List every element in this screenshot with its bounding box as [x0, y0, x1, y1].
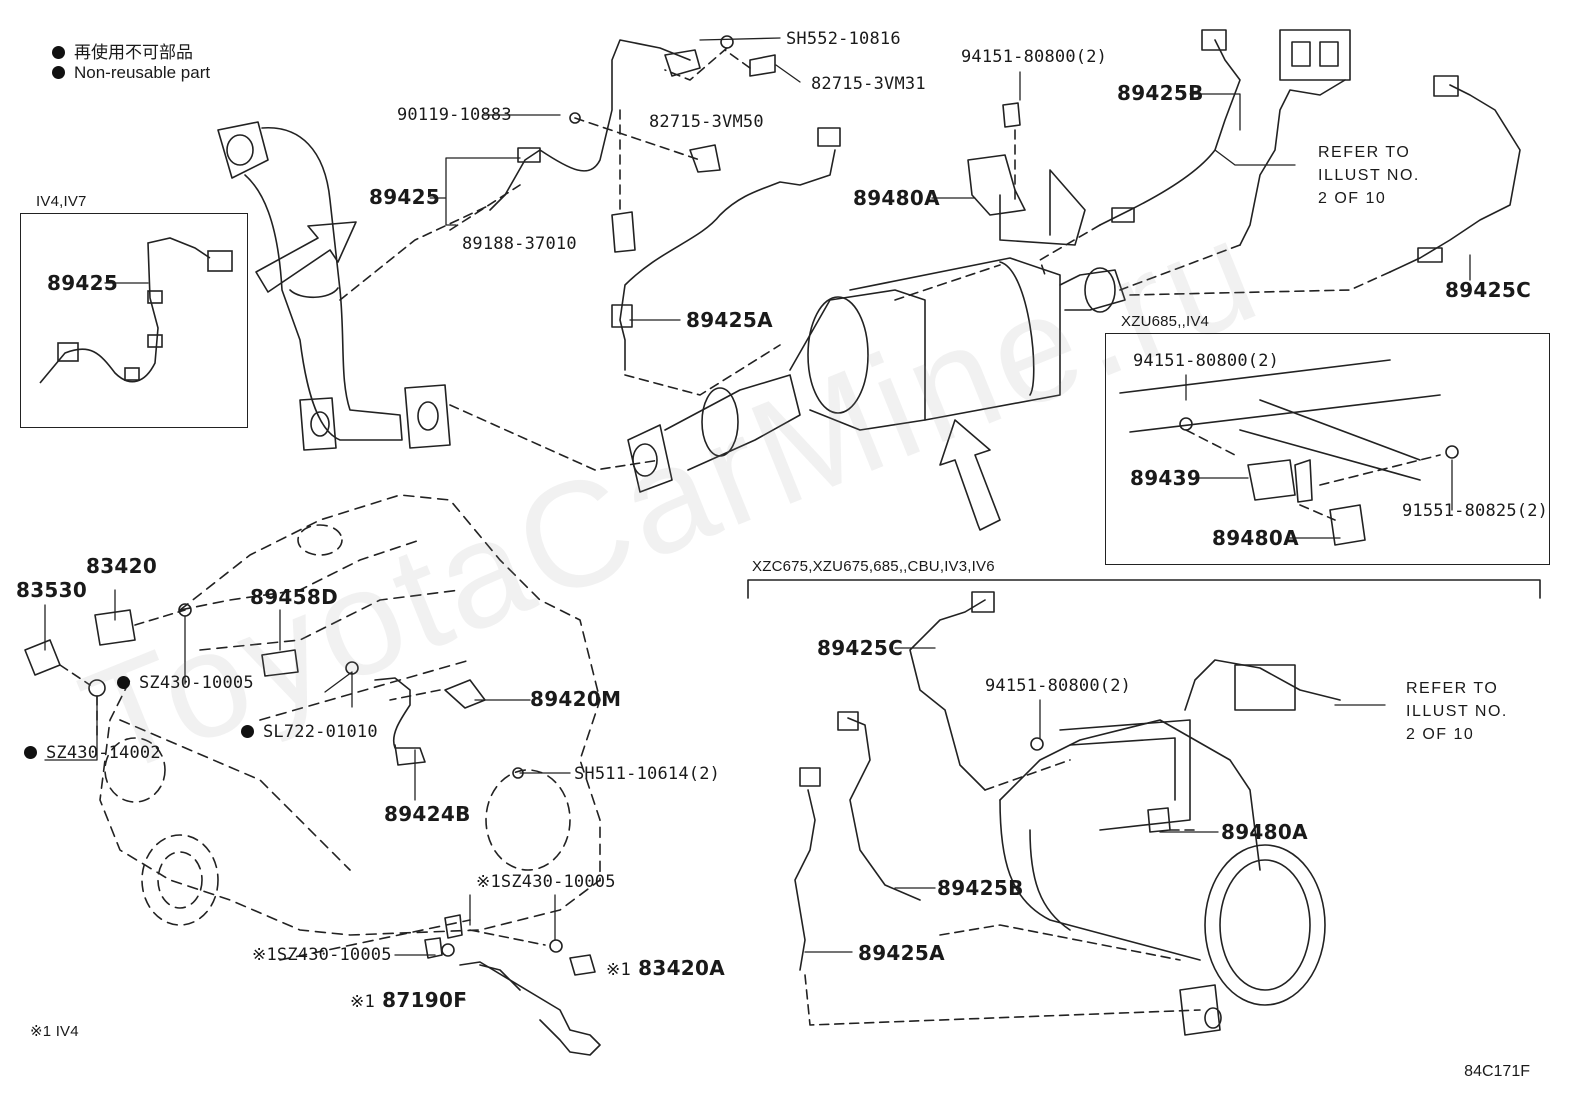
dashed-leaders-bottom-right: [804, 759, 1201, 1026]
part-label-89480a-inset[interactable]: 89480A: [1212, 526, 1299, 550]
part-label-89425c-top[interactable]: 89425C: [1445, 278, 1532, 302]
section-title-bottom-right: XZC675,XZU675,685,,CBU,IV3,IV6: [752, 558, 995, 575]
direction-arrow-pipe: [255, 221, 357, 293]
part-label-89480a-top[interactable]: 89480A: [853, 186, 940, 210]
label-leaders: [44, 37, 1471, 1001]
part-label-83530[interactable]: 83530: [16, 578, 88, 602]
non-reusable-bullet-icon: [117, 676, 130, 689]
section-bracket: [747, 579, 1541, 599]
sensor-89425c-wire: [1389, 75, 1521, 273]
sensor-89425-wire: [489, 39, 701, 211]
part-number-text: SZ430-10005: [276, 945, 392, 965]
part-label-89424b[interactable]: 89424B: [384, 802, 471, 826]
part-label-sz430-10005-b[interactable]: ※1SZ430-10005: [476, 872, 616, 892]
iv4-mark: ※1: [252, 945, 277, 965]
part-label-89425b-top[interactable]: 89425B: [1117, 81, 1204, 105]
direction-arrow-muffler: [939, 419, 1001, 531]
small-parts-top: [569, 35, 1026, 253]
legend-text: Non-reusable part: [74, 63, 211, 82]
part-label-89425a[interactable]: 89425A: [686, 308, 773, 332]
inset-iv4-iv7: [20, 213, 248, 428]
legend-item-english: Non-reusable part: [52, 63, 210, 83]
part-label-89425a-bottom[interactable]: 89425A: [858, 941, 945, 965]
inset-xzu685: [1105, 333, 1550, 565]
part-label-89425b-bottom[interactable]: 89425B: [937, 876, 1024, 900]
part-label-89420m[interactable]: 89420M: [530, 687, 622, 711]
part-label-89458d[interactable]: 89458D: [250, 585, 338, 609]
inset-right-drawing: [1119, 359, 1459, 546]
part-label-82715-3vm31[interactable]: 82715-3VM31: [811, 74, 926, 94]
bullet-icon: [52, 46, 65, 59]
nox-sensor-wire: [1239, 29, 1351, 246]
iv4-mark: ※1: [476, 872, 501, 892]
part-number-text: SZ430-14002: [46, 743, 161, 763]
part-number-text: SZ430-10005: [139, 673, 254, 693]
non-reusable-bullet-icon: [24, 746, 37, 759]
inset-iv4-iv7-drawing: [39, 237, 233, 384]
sensor-89425a-wire: [611, 127, 841, 371]
engine-block: [99, 494, 601, 961]
diagram-code: 84C171F: [1464, 1063, 1530, 1080]
part-label-83420a[interactable]: ※1 83420A: [606, 958, 725, 980]
part-label-sl722[interactable]: SL722-01010: [241, 722, 378, 742]
part-label-94151-top[interactable]: 94151-80800(2): [961, 47, 1108, 67]
part-label-82715-3vm50[interactable]: 82715-3VM50: [649, 112, 764, 132]
part-number-text: SZ430-10005: [500, 872, 616, 892]
part-label-94151-inset[interactable]: 94151-80800(2): [1133, 351, 1280, 371]
part-label-89188[interactable]: 89188-37010: [462, 234, 577, 254]
dashed-leaders-top: [339, 47, 1391, 471]
part-label-89425-inset[interactable]: 89425: [47, 271, 119, 295]
inset-xzu685-title: XZU685,,IV4: [1121, 313, 1210, 330]
part-label-sh511[interactable]: SH511-10614(2): [574, 764, 721, 784]
part-number-text: SL722-01010: [263, 722, 378, 742]
inset-iv4-iv7-title: IV4,IV7: [36, 193, 87, 210]
legend-text: 再使用不可部品: [74, 43, 193, 62]
refer-note-bottom: REFER TO ILLUST NO. 2 OF 10: [1406, 680, 1508, 743]
footnote-text: IV4: [55, 1023, 79, 1040]
part-number-text: 87190F: [382, 988, 468, 1012]
part-label-sz430-10005[interactable]: SZ430-10005: [117, 673, 254, 693]
part-label-90119[interactable]: 90119-10883: [397, 105, 512, 125]
part-label-89425[interactable]: 89425: [369, 185, 441, 209]
part-label-sz430-10005-c[interactable]: ※1SZ430-10005: [252, 945, 392, 965]
part-label-83420[interactable]: 83420: [86, 554, 158, 578]
front-exhaust-pipe: [217, 121, 451, 451]
refer-note-top: REFER TO ILLUST NO. 2 OF 10: [1318, 144, 1420, 207]
part-label-sz430-14002[interactable]: SZ430-14002: [24, 743, 161, 763]
sensor-89425b-wire: [1099, 29, 1241, 226]
part-label-89439[interactable]: 89439: [1130, 466, 1202, 490]
muffler-bottom-right: [999, 719, 1326, 1036]
part-number-text: 83420A: [638, 956, 726, 980]
part-label-91551[interactable]: 91551-80825(2): [1402, 501, 1549, 521]
footnote-iv4: ※1 IV4: [30, 1022, 79, 1042]
iv4-mark: ※1: [606, 960, 631, 980]
non-reusable-bullet-icon: [241, 725, 254, 738]
part-label-sh552[interactable]: SH552-10816: [786, 29, 901, 49]
part-label-89480a-bottom[interactable]: 89480A: [1221, 820, 1308, 844]
part-label-94151-bottom[interactable]: 94151-80800(2): [985, 676, 1132, 696]
part-label-87190f[interactable]: ※1 87190F: [350, 990, 467, 1012]
legend-item-japanese: 再使用不可部品: [52, 38, 193, 63]
iv4-mark: ※1: [30, 1023, 52, 1040]
bullet-icon: [52, 66, 65, 79]
part-label-89425c-bottom[interactable]: 89425C: [817, 636, 904, 660]
sensor-wires-bottom-right: [794, 591, 1341, 971]
iv4-mark: ※1: [350, 992, 375, 1012]
catalyst-dpf-assembly: [627, 169, 1126, 493]
engine-sensors: [24, 603, 601, 1056]
